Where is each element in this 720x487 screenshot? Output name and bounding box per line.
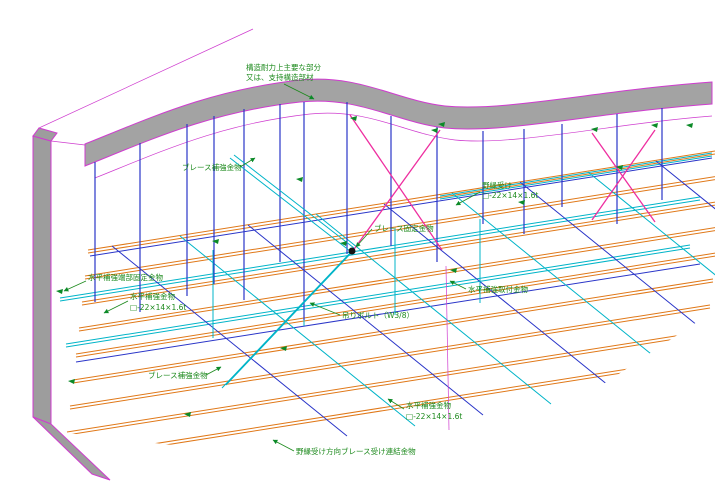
- top-chords-blue: [75, 157, 713, 363]
- label-horizontal-end-fixing: 水平補強端部固定金物: [88, 272, 163, 282]
- label-structural-note-line1: 構造耐力上主要な部分: [246, 62, 321, 72]
- label-brace-reinforcement-upper: ブレース補強金物: [182, 162, 242, 172]
- slab-top-return-line: [38, 28, 254, 129]
- leader-line: [283, 83, 315, 100]
- label-horizontal-attachment: 水平補強取付金物: [468, 284, 528, 294]
- leader-lines: [63, 83, 481, 452]
- leader-line: [205, 366, 222, 376]
- wall-bottom-band: [32, 416, 111, 481]
- wall-face: [32, 135, 52, 425]
- annotation-labels: 構造耐力上主要な部分 又は、支持構造部材 ブレース補強金物 野縁受け □-22×…: [88, 62, 538, 456]
- label-horizontal-reinforcement-left: 水平補強金物: [130, 291, 175, 301]
- label-joist-direction-brace-connector: 野縁受け方向ブレース受け連結金物: [296, 446, 416, 456]
- horizontal-reinforcement-cyan: [59, 152, 713, 348]
- leader-line: [63, 280, 87, 292]
- leader-line: [103, 300, 129, 314]
- label-horizontal-reinforcement-left-size: □-22×14×1.6t: [130, 303, 186, 312]
- cross-members-cyan: [179, 171, 715, 427]
- leader-line: [272, 439, 295, 452]
- wall-slab-joint-line: [50, 140, 86, 166]
- section-boundary-line: [445, 265, 450, 431]
- label-brace-reinforcement-lower: ブレース補強金物: [148, 370, 208, 380]
- leader-line: [449, 280, 467, 290]
- wall-top-cap: [32, 127, 58, 142]
- label-joist-receiver: 野縁受け: [482, 180, 512, 190]
- cyan-braces: [221, 154, 355, 389]
- cross-members-blue: [111, 160, 715, 437]
- slab-band: [84, 78, 713, 167]
- brace-fixing-connector: [348, 247, 356, 255]
- left-wall: [32, 127, 111, 481]
- pink-braces: [349, 114, 656, 253]
- leader-line: [355, 228, 373, 248]
- leader-line: [239, 157, 256, 168]
- leader-line: [455, 191, 481, 206]
- leader-line: [309, 302, 341, 316]
- label-hanging-bolt: 吊りボルト（W3/8）: [342, 311, 414, 320]
- label-joist-receiver-size: □-22×14×1.6t: [482, 191, 538, 200]
- label-horizontal-reinforcement-right: 水平補強金物: [406, 400, 451, 410]
- label-structural-note-line2: 又は、支持構造部材: [246, 72, 314, 82]
- leader-line: [387, 398, 405, 410]
- label-horizontal-reinforcement-right-size: □-22×14×1.6t: [406, 412, 462, 421]
- label-brace-fixing: ブレース固定金物: [374, 223, 434, 233]
